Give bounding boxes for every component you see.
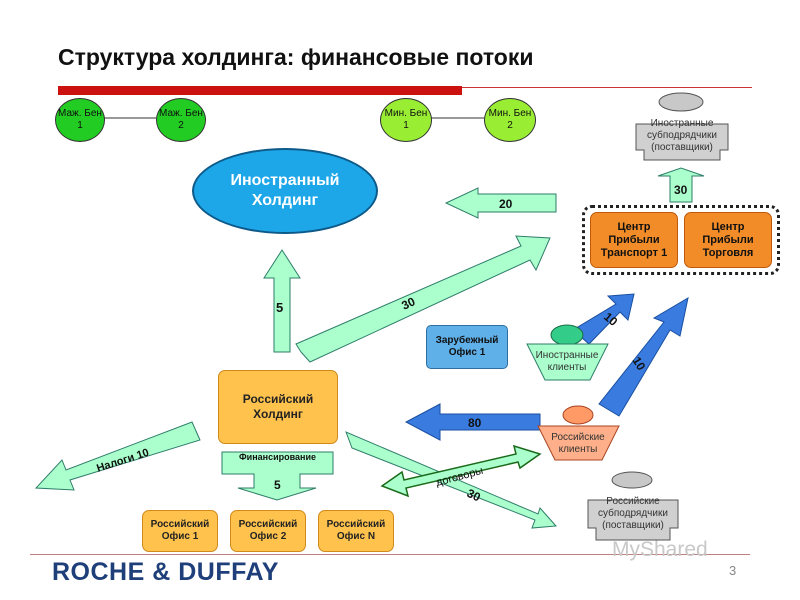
russian-subcontractors-label: Российские субподрядчики (поставщики) bbox=[598, 496, 668, 531]
arrow-profit-to-foreign-holding bbox=[444, 187, 557, 219]
russian-subcontractors-head bbox=[611, 471, 653, 489]
russian-clients-head bbox=[562, 405, 594, 425]
foreign-subcontractors-body bbox=[635, 123, 729, 161]
foreign-office-label: Зарубежный Офис 1 bbox=[435, 335, 499, 358]
russian-subcontractors-body bbox=[587, 499, 679, 541]
beneficiary-minor-2-label: Мин. Бен 2 bbox=[488, 108, 532, 131]
foreign-subcontractors-head bbox=[658, 92, 704, 112]
beneficiary-major-2: Маж. Бен 2 bbox=[156, 98, 206, 142]
arrow-contracts bbox=[380, 444, 542, 498]
flow-label-to-russian-subcontractors: 30 bbox=[465, 486, 483, 504]
russian-subcontractors: Российские субподрядчики (поставщики) bbox=[588, 494, 678, 534]
arrow-russian-clients-to-office bbox=[404, 403, 541, 441]
foreign-clients-body bbox=[526, 343, 609, 381]
title-underline-line bbox=[462, 87, 752, 88]
company-logo: ROCHE & DUFFAY bbox=[52, 558, 279, 586]
russian-office-2-label: Российский Офис 2 bbox=[238, 519, 298, 542]
russian-office-2: Российский Офис 2 bbox=[230, 510, 306, 552]
flow-label-to-foreign-holding: 5 bbox=[276, 300, 283, 315]
foreign-clients-label: Иностранные клиенты bbox=[535, 350, 599, 373]
russian-clients-body bbox=[537, 425, 620, 461]
foreign-subcontractors-label: Иностранные субподрядчики (поставщики) bbox=[647, 118, 717, 153]
watermark: MyShared bbox=[612, 538, 708, 561]
russian-office-1-label: Российский Офис 1 bbox=[150, 519, 210, 542]
foreign-holding: Иностранный Холдинг bbox=[192, 148, 378, 234]
page-title: Структура холдинга: финансовые потоки bbox=[58, 44, 534, 70]
arrow-to-russian-subcontractors bbox=[345, 431, 558, 529]
arrow-up-to-foreign-holding bbox=[263, 249, 301, 353]
arrow-russian-clients-to-profit bbox=[598, 296, 689, 417]
page-number: 3 bbox=[729, 563, 737, 578]
russian-holding-label: Российский Холдинг bbox=[242, 392, 314, 421]
foreign-clients-head bbox=[550, 324, 584, 346]
financing-label: Финансирование bbox=[238, 452, 317, 462]
profit-centers-group bbox=[582, 205, 780, 275]
title-underline-bar bbox=[58, 86, 462, 95]
beneficiary-major-2-label: Маж. Бен 2 bbox=[159, 108, 203, 131]
beneficiary-minor-2: Мин. Бен 2 bbox=[484, 98, 536, 142]
flow-label-russian-clients-to-office: 80 bbox=[468, 416, 482, 430]
arrow-financing bbox=[221, 451, 334, 501]
foreign-clients: Иностранные клиенты bbox=[530, 348, 604, 376]
profit-center-transport-label: Центр Прибыли Транспорт 1 bbox=[600, 220, 668, 259]
foreign-subcontractors: Иностранные субподрядчики (поставщики) bbox=[636, 116, 728, 156]
arrow-russian-to-growth bbox=[295, 235, 551, 363]
beneficiary-major-1-label: Маж. Бен 1 bbox=[58, 108, 102, 131]
flow-label-foreign-growth: 30 bbox=[399, 294, 417, 312]
profit-center-trade: Центр Прибыли Торговля bbox=[684, 212, 772, 268]
beneficiary-minor-1: Мин. Бен 1 bbox=[380, 98, 432, 142]
beneficiary-major-1: Маж. Бен 1 bbox=[55, 98, 105, 142]
flow-label-financing-down: 5 bbox=[274, 478, 281, 492]
beneficiary-minor-1-label: Мин. Бен 1 bbox=[384, 108, 428, 131]
arrow-to-foreign-subcontractors bbox=[657, 167, 705, 203]
profit-center-transport: Центр Прибыли Транспорт 1 bbox=[590, 212, 678, 268]
flow-label-from-profit-center: 20 bbox=[499, 197, 513, 211]
russian-clients: Российские клиенты bbox=[541, 430, 615, 458]
foreign-office: Зарубежный Офис 1 bbox=[426, 325, 508, 369]
russian-office-1: Российский Офис 1 bbox=[142, 510, 218, 552]
arrow-taxes bbox=[34, 421, 201, 491]
foreign-holding-label: Иностранный Холдинг bbox=[230, 172, 340, 209]
profit-center-trade-label: Центр Прибыли Торговля bbox=[702, 220, 754, 259]
footer-line bbox=[30, 554, 750, 555]
russian-office-n: Российский Офис N bbox=[318, 510, 394, 552]
russian-holding: Российский Холдинг bbox=[218, 370, 338, 444]
arrow-foreign-clients-to-profit bbox=[572, 293, 635, 345]
flow-label-subcontractors-foreign: 30 bbox=[674, 183, 688, 197]
russian-office-n-label: Российский Офис N bbox=[326, 519, 386, 542]
russian-clients-label: Российские клиенты bbox=[551, 432, 605, 455]
